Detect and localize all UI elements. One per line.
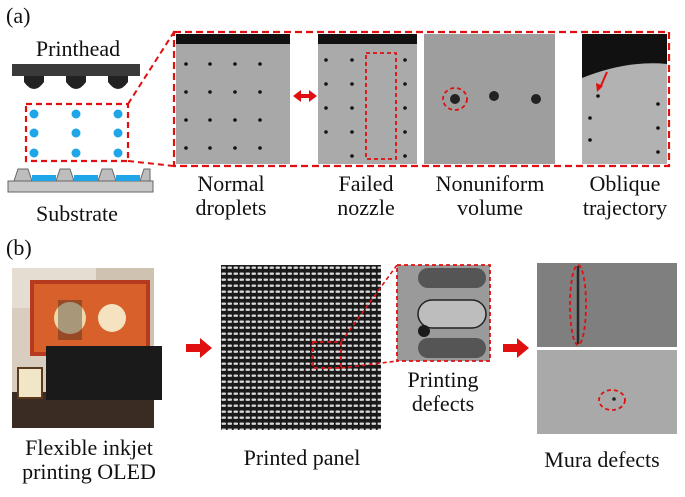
droplet-zoom-box [24, 102, 130, 163]
defects-zoom-image [396, 264, 491, 362]
double-arrow-icon [293, 90, 317, 102]
mura-image-bottom [537, 350, 677, 434]
arrow-right-icon [503, 338, 529, 358]
arrow-right-icon [186, 338, 212, 358]
droplets [29, 109, 123, 158]
printhead-label: Printhead [35, 36, 121, 61]
printed-panel-image [221, 265, 381, 430]
photo-failed-nozzle [318, 34, 417, 164]
substrate-icon [7, 168, 154, 193]
zoom-frame [172, 30, 671, 168]
caption-mura-defects: Mura defects [544, 447, 660, 472]
defect-zoom-box [312, 341, 342, 369]
caption-printed-panel: Printed panel [243, 445, 361, 470]
panel-b-label: (b) [6, 235, 32, 260]
substrate-label: Substrate [36, 201, 118, 226]
photo-normal-droplets [176, 34, 290, 164]
mura-image-top [537, 263, 677, 347]
photo-nonuniform-volume [424, 34, 555, 164]
panel-a-label: (a) [6, 3, 31, 28]
oled-photo [12, 268, 162, 428]
photo-oblique-trajectory [582, 34, 667, 164]
printhead-icon [12, 64, 140, 89]
